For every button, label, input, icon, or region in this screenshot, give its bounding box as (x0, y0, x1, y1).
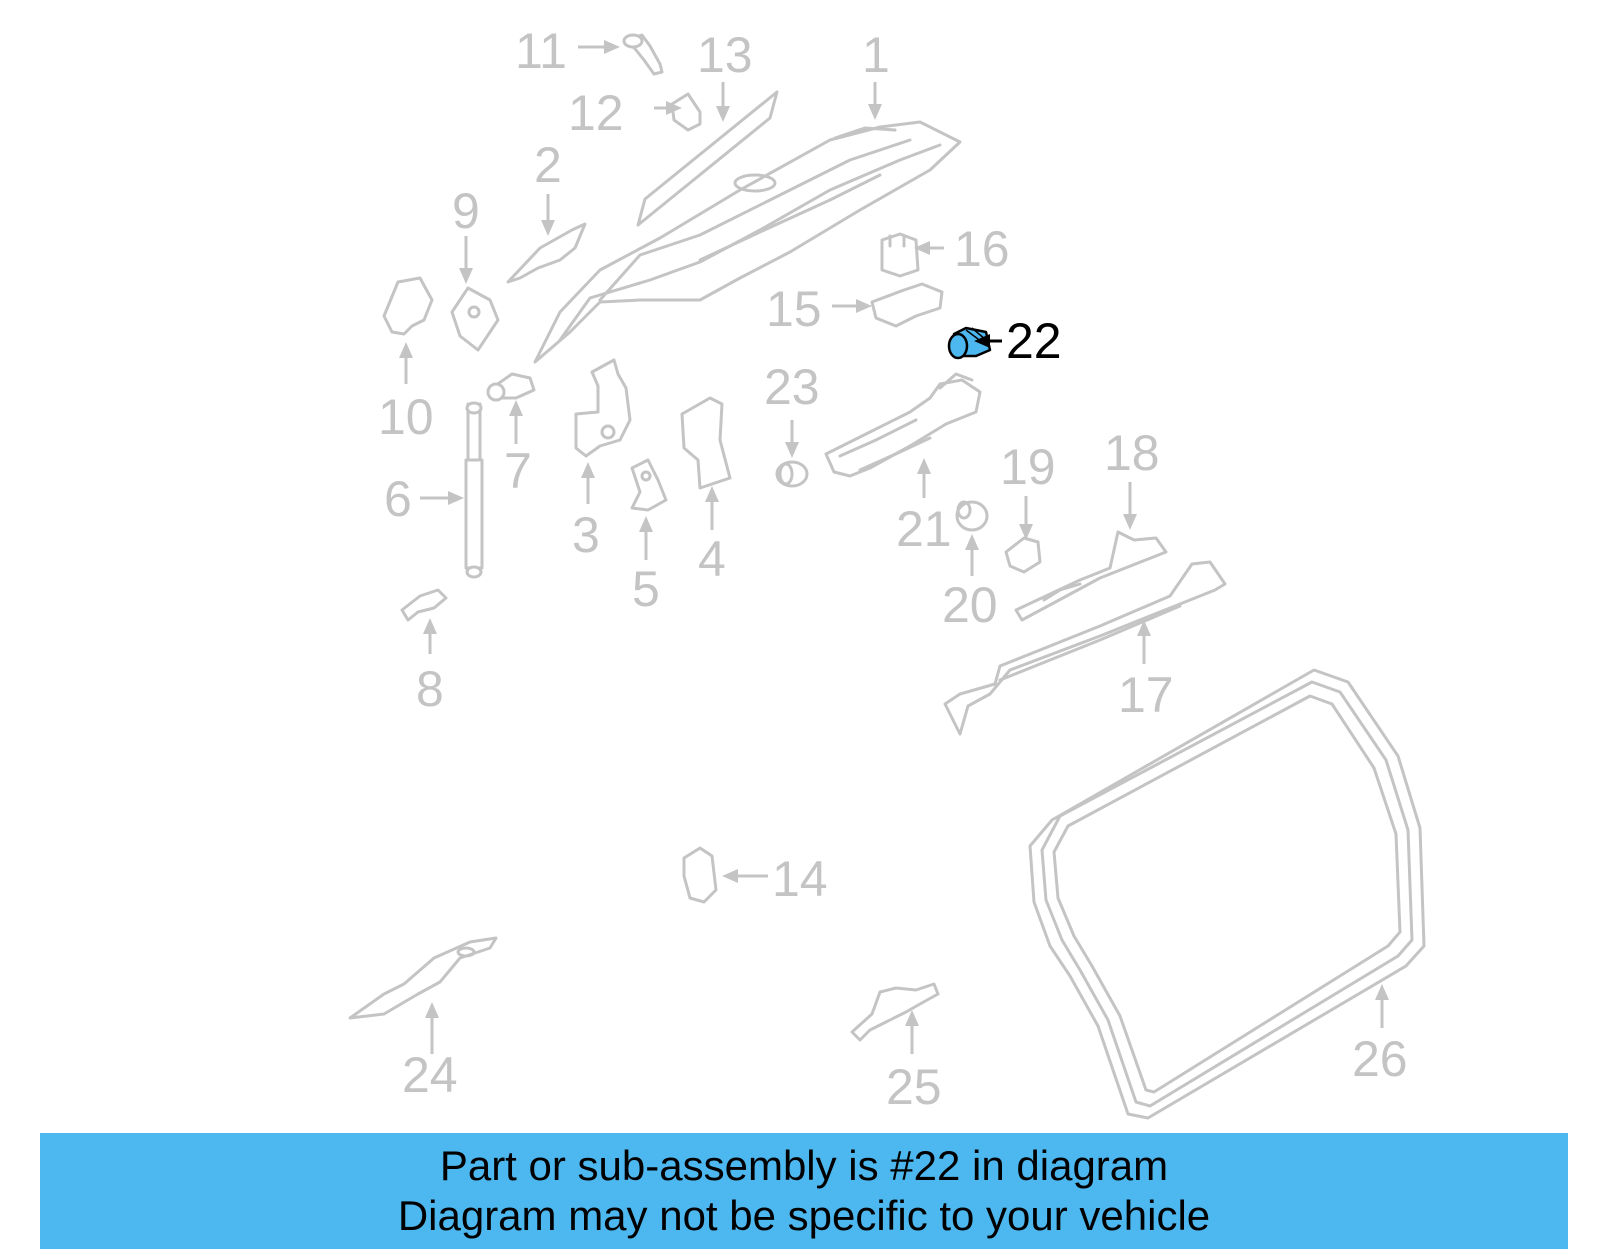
part-24-bracket (348, 936, 498, 1020)
callout-24: 24 (402, 1047, 458, 1103)
part-11-clip (622, 33, 664, 76)
callout-6: 6 (384, 471, 412, 527)
part-7-ball-stud (486, 372, 536, 402)
callout-20: 20 (942, 577, 998, 633)
callout-22: 22 (1006, 313, 1062, 369)
parts-diagram: 11 13 1 12 2 9 16 15 22 23 10 7 6 18 19 … (348, 23, 1426, 1120)
callout-19: 19 (1000, 439, 1056, 495)
part-1-liftgate-panel (533, 120, 962, 364)
info-banner: Part or sub-assembly is #22 in diagram D… (40, 1133, 1568, 1249)
callout-16: 16 (954, 221, 1010, 277)
part-20-grommet (955, 500, 989, 532)
callout-5: 5 (632, 561, 660, 617)
part-18-molding (1014, 530, 1168, 622)
part-19-clip (1004, 536, 1042, 574)
callout-15: 15 (766, 281, 822, 337)
part-23-grommet (775, 460, 809, 488)
callout-7: 7 (504, 443, 532, 499)
part-21-latch-assembly (824, 372, 982, 478)
part-26-weatherstrip (1028, 668, 1426, 1120)
part-6-gas-strut (464, 401, 484, 579)
callout-3: 3 (572, 507, 600, 563)
callout-4: 4 (698, 531, 726, 587)
part-13-strip (636, 90, 779, 227)
callout-1: 1 (862, 27, 890, 83)
callout-11: 11 (515, 23, 567, 79)
leader-arrows (399, 40, 1389, 1054)
part-16-switch (880, 232, 920, 278)
part-25-bracket (850, 982, 940, 1042)
part-22-bumper (947, 326, 992, 360)
part-17-garnish (943, 560, 1227, 736)
part-5-small-bracket (630, 458, 668, 512)
part-3-hinge-bracket (574, 358, 632, 458)
callout-13: 13 (697, 27, 753, 83)
callout-21: 21 (896, 501, 952, 557)
callout-17: 17 (1118, 667, 1174, 723)
part-15-actuator (870, 282, 944, 328)
part-12-bumper (670, 92, 702, 132)
callout-14: 14 (772, 851, 828, 907)
callout-labels: 11 13 1 12 2 9 16 15 22 23 10 7 6 18 19 … (378, 23, 1408, 1115)
callout-9: 9 (452, 183, 480, 239)
banner-line-disclaimer: Diagram may not be specific to your vehi… (397, 1192, 1211, 1239)
part-2-bracket (506, 222, 587, 284)
part-4-long-bracket (680, 396, 732, 490)
part-8-stud (400, 588, 448, 622)
callout-25: 25 (886, 1059, 942, 1115)
callout-18: 18 (1104, 425, 1160, 481)
callout-8: 8 (416, 661, 444, 717)
callout-10: 10 (378, 389, 434, 445)
part-14-bumper-pad (682, 846, 718, 904)
callout-2: 2 (534, 137, 562, 193)
callout-26: 26 (1352, 1031, 1408, 1087)
part-9-hinge-plate (450, 286, 500, 352)
banner-line-part: Part or sub-assembly is #22 in diagram (439, 1142, 1169, 1189)
callout-12: 12 (568, 85, 624, 141)
callout-23: 23 (764, 359, 820, 415)
part-10-hinge-cover (382, 276, 434, 336)
